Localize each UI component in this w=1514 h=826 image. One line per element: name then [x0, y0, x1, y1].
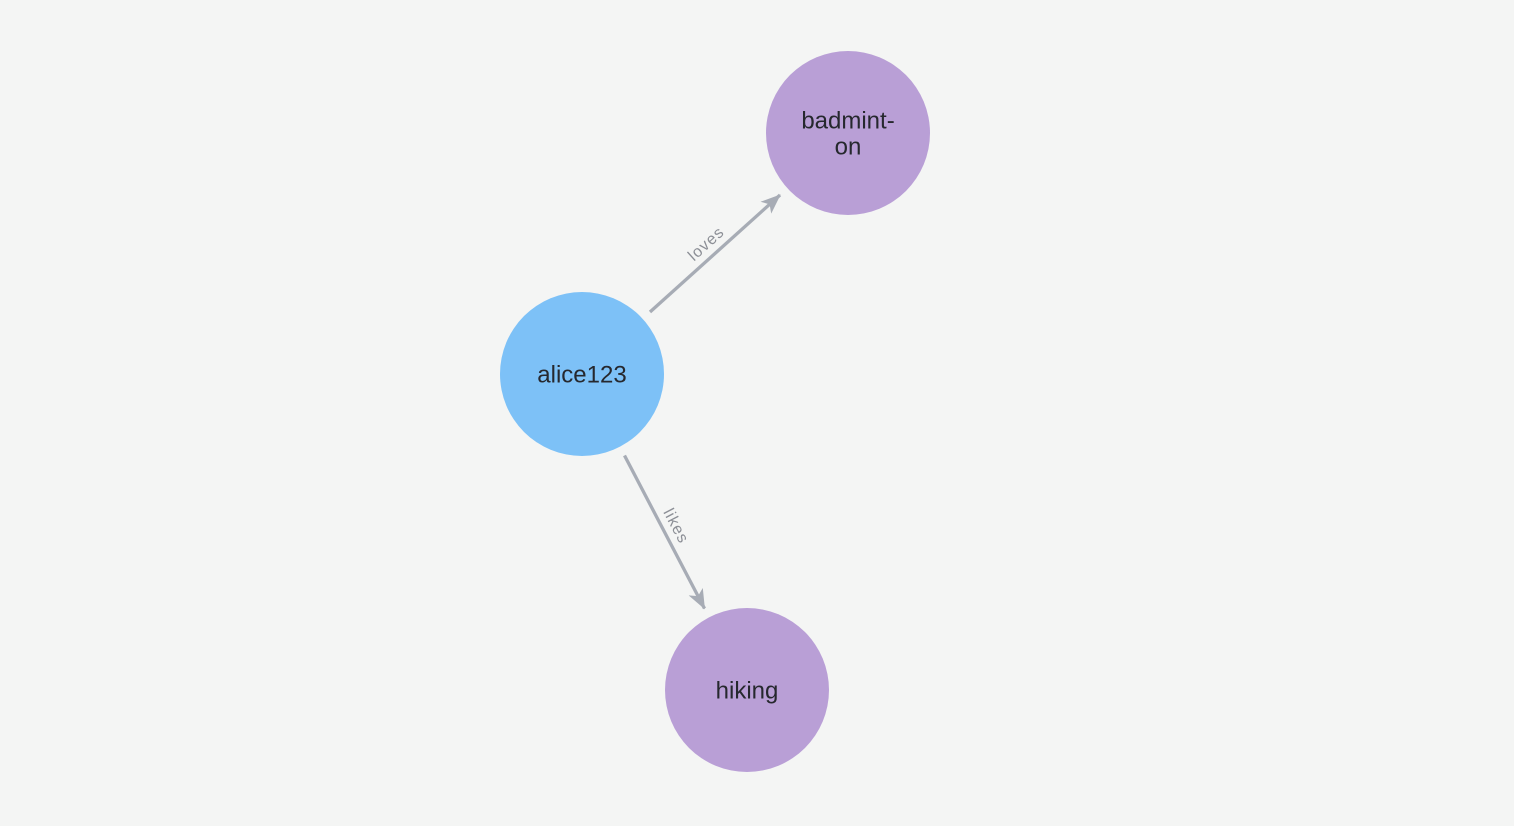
node-caption-alice123: alice123: [537, 362, 626, 389]
edge-line-loves[interactable]: [648, 193, 782, 314]
node-caption-line: alice123: [537, 362, 626, 389]
node-caption-badminton: badmint-on: [801, 108, 894, 161]
node-badminton[interactable]: badmint-on: [766, 51, 930, 215]
node-circle-alice123[interactable]: [500, 292, 664, 456]
node-alice123[interactable]: alice123: [500, 292, 664, 456]
node-caption-line: on: [835, 134, 862, 161]
edge-line-likes[interactable]: [623, 454, 706, 610]
node-caption-line: hiking: [716, 678, 779, 705]
node-hiking[interactable]: hiking: [665, 608, 829, 772]
node-caption-line: badmint-: [801, 108, 894, 135]
node-circle-badminton[interactable]: [766, 51, 930, 215]
node-caption-hiking: hiking: [716, 678, 779, 705]
node-circle-hiking[interactable]: [665, 608, 829, 772]
